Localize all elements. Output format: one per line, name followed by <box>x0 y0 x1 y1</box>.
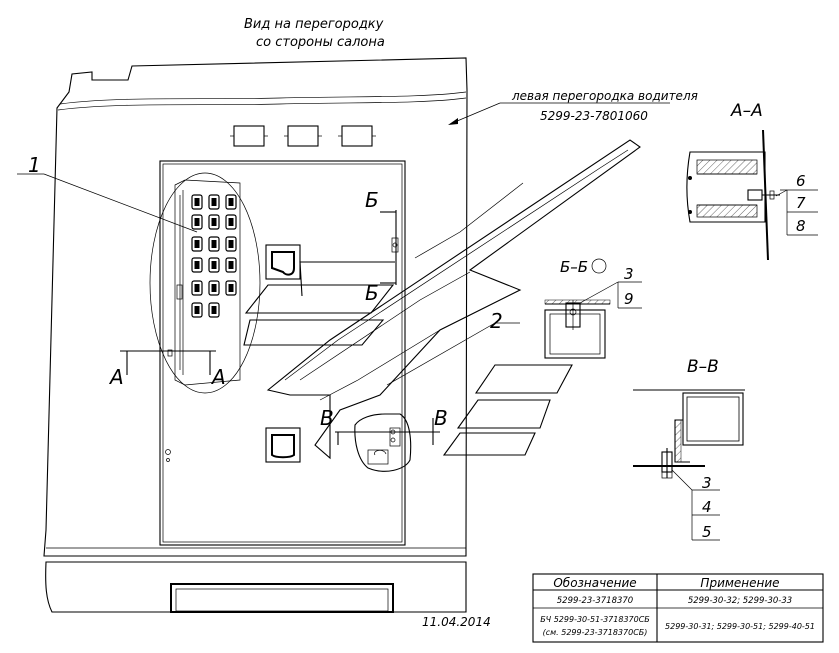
connector-pin <box>194 218 200 226</box>
section-aa-item-8: 8 <box>796 217 806 235</box>
connector-pin <box>194 240 200 248</box>
bolt-mark-2 <box>166 458 170 462</box>
connector-pin <box>211 198 217 206</box>
table-row2-designation-2: (см. 5299-23-3718370СБ) <box>543 628 648 637</box>
section-vv-item-3: 3 <box>702 474 712 492</box>
section-B-top: Б <box>365 188 379 212</box>
connector-pin <box>228 284 234 292</box>
section-aa-item-6: 6 <box>796 172 806 190</box>
table-row1-application: 5299-30-32; 5299-30-33 <box>688 596 792 606</box>
strips <box>243 261 573 456</box>
bottom-step <box>45 561 467 613</box>
connector-grid <box>191 194 237 318</box>
table-header-application: Применение <box>700 576 779 590</box>
connector-block <box>167 179 241 386</box>
connector-pin <box>228 261 234 269</box>
section-aa-title: А–А <box>730 101 763 121</box>
connector-socket <box>208 236 220 252</box>
partition-code: 5299-23-7801060 <box>540 109 648 123</box>
section-V-right: В <box>434 406 448 430</box>
connector-socket <box>225 280 237 296</box>
bracket-pos2 <box>266 139 641 460</box>
section-bb-item-3: 3 <box>624 265 634 283</box>
partition-name: левая перегородка водителя <box>511 89 698 103</box>
section-vv <box>633 389 745 541</box>
connector-socket <box>191 302 203 318</box>
connector-pin <box>211 240 217 248</box>
partition-outline <box>43 57 468 557</box>
connector-socket <box>191 214 203 230</box>
pos1-label: 1 <box>28 153 41 177</box>
section-B-bottom: Б <box>365 281 379 305</box>
connector-socket <box>225 194 237 210</box>
connector-socket <box>191 257 203 273</box>
connector-socket <box>225 257 237 273</box>
connector-socket <box>191 236 203 252</box>
section-aa <box>686 129 818 261</box>
section-bb <box>544 258 642 359</box>
view-title-line1: Вид на перегородку <box>244 17 384 32</box>
lock-lower <box>265 427 301 463</box>
section-vv-title: В–В <box>687 357 719 377</box>
connector-pin <box>228 198 234 206</box>
connector-pin <box>228 218 234 226</box>
connector-pin <box>211 261 217 269</box>
connector-socket <box>208 257 220 273</box>
connector-pin <box>194 306 200 314</box>
section-line-B <box>380 210 399 285</box>
connector-pin <box>194 198 200 206</box>
table-row1-designation: 5299-23-3718370 <box>557 596 633 606</box>
pos1-ellipse <box>149 172 261 394</box>
connector-socket <box>225 214 237 230</box>
table-row2-designation-1: БЧ 5299-30-51-3718370СБ <box>540 615 650 624</box>
connector-socket <box>208 302 220 318</box>
drawing-date: 11.04.2014 <box>422 615 491 629</box>
table-row2-application: 5299-30-31; 5299-30-51; 5299-40-51 <box>665 622 815 631</box>
bolt-mark <box>165 449 171 455</box>
section-aa-item-7: 7 <box>796 194 806 212</box>
lock-upper <box>265 244 301 280</box>
connector-socket <box>191 280 203 296</box>
section-vv-item-4: 4 <box>702 498 712 516</box>
top-vents <box>230 125 376 147</box>
section-vv-item-5: 5 <box>702 523 712 541</box>
application-table: Обозначение Применение 5299-23-3718370 5… <box>532 573 824 643</box>
leaders <box>17 102 670 386</box>
section-A-left: А <box>108 365 124 389</box>
table-header-designation: Обозначение <box>553 576 636 590</box>
connector-socket <box>191 194 203 210</box>
connector-pin <box>228 240 234 248</box>
connector-socket <box>225 236 237 252</box>
view-title-line2: со стороны салона <box>256 35 385 50</box>
pos2-label: 2 <box>490 309 503 333</box>
section-V-left: В <box>320 406 334 430</box>
section-bb-item-9: 9 <box>624 290 634 308</box>
section-line-V <box>335 418 440 445</box>
section-A-right: А <box>210 365 226 389</box>
connector-pin <box>211 284 217 292</box>
connector-socket <box>208 194 220 210</box>
connector-pin <box>211 306 217 314</box>
connector-pin <box>194 284 200 292</box>
connector-socket <box>208 280 220 296</box>
connector-pin <box>194 261 200 269</box>
connector-socket <box>208 214 220 230</box>
connector-pin <box>211 218 217 226</box>
section-line-A <box>120 350 216 375</box>
section-bb-title: Б–Б <box>560 258 588 276</box>
